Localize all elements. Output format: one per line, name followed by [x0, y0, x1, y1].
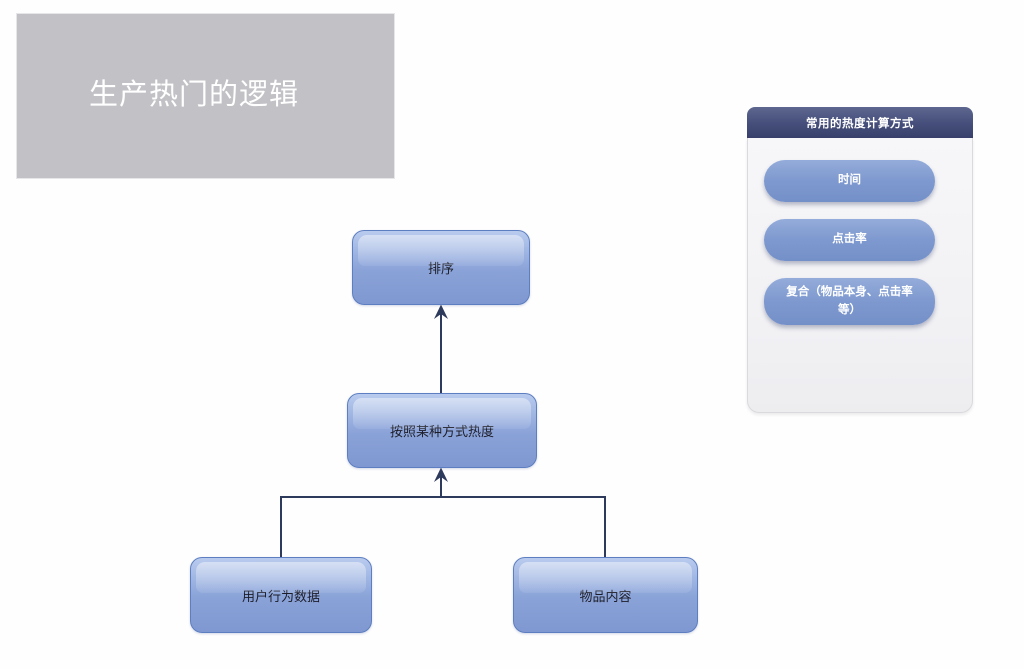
panel-header-label: 常用的热度计算方式 — [806, 117, 914, 130]
flow-node-sort-label: 排序 — [427, 261, 454, 276]
panel-item-click-rate[interactable]: 点击率 — [764, 219, 935, 261]
flow-node-user-behavior-label: 用户行为数据 — [241, 588, 320, 604]
panel-item-click-rate-label: 点击率 — [832, 233, 867, 246]
flow-node-heat[interactable]: 按照某种方式热度 — [347, 393, 537, 468]
flow-node-user-behavior[interactable]: 用户行为数据 — [190, 557, 372, 633]
panel-body: 时间 点击率 复合（物品本身、点击率等） — [747, 138, 973, 413]
panel-item-time-label: 时间 — [838, 174, 861, 187]
flow-node-item-content[interactable]: 物品内容 — [513, 557, 698, 633]
arrowhead-heat — [434, 467, 448, 482]
panel-item-composite[interactable]: 复合（物品本身、点击率等） — [764, 278, 935, 325]
flow-node-item-content-label: 物品内容 — [579, 588, 632, 604]
panel-header: 常用的热度计算方式 — [747, 107, 973, 138]
flow-node-heat-label: 按照某种方式热度 — [389, 424, 494, 439]
flow-node-sort[interactable]: 排序 — [352, 230, 530, 305]
panel-item-composite-label: 复合（物品本身、点击率等） — [786, 286, 913, 316]
arrowhead-sort — [434, 304, 448, 319]
edge-tree-to-heat — [280, 475, 606, 557]
title-card: 生产热门的逻辑 — [16, 13, 395, 179]
panel-item-time[interactable]: 时间 — [764, 160, 935, 202]
heat-methods-panel: 常用的热度计算方式 时间 点击率 复合（物品本身、点击率等） — [747, 107, 973, 413]
page-title: 生产热门的逻辑 — [89, 79, 300, 111]
